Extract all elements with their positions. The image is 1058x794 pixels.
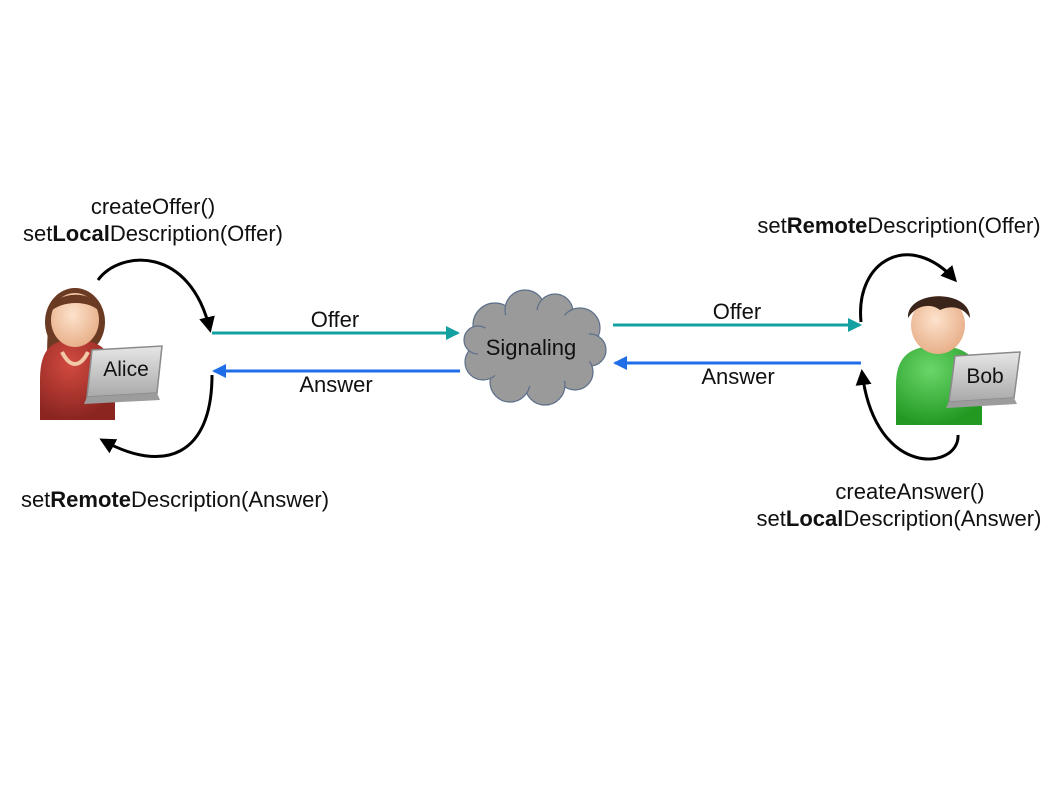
bob-name-label: Bob [966,365,1003,388]
signaling-cloud-icon: Signaling [463,289,607,406]
alice-name-label: Alice [103,358,149,381]
alice-set-remote-description-label: setRemoteDescription(Answer) [21,487,329,512]
bob-create-answer-label: createAnswer() [835,479,984,504]
offer-label-right: Offer [713,299,762,324]
signaling-label: Signaling [486,335,577,360]
answer-label-left: Answer [299,372,372,397]
bob-set-local-description-label: setLocalDescription(Answer) [757,506,1042,531]
alice-remote-description-arrow [99,374,214,458]
bob-set-remote-description-label: setRemoteDescription(Offer) [757,213,1040,238]
bob-laptop-icon: Bob [946,351,1021,408]
alice-laptop-icon: Alice [84,345,163,404]
alice-create-offer-label: createOffer() [91,194,215,219]
answer-label-right: Answer [701,364,774,389]
alice-local-description-arrow [96,258,215,333]
bob-remote-description-arrow [859,253,958,323]
bob-local-description-arrow [855,369,960,461]
offer-label-left: Offer [311,307,360,332]
alice-set-local-description-label: setLocalDescription(Offer) [23,221,283,246]
